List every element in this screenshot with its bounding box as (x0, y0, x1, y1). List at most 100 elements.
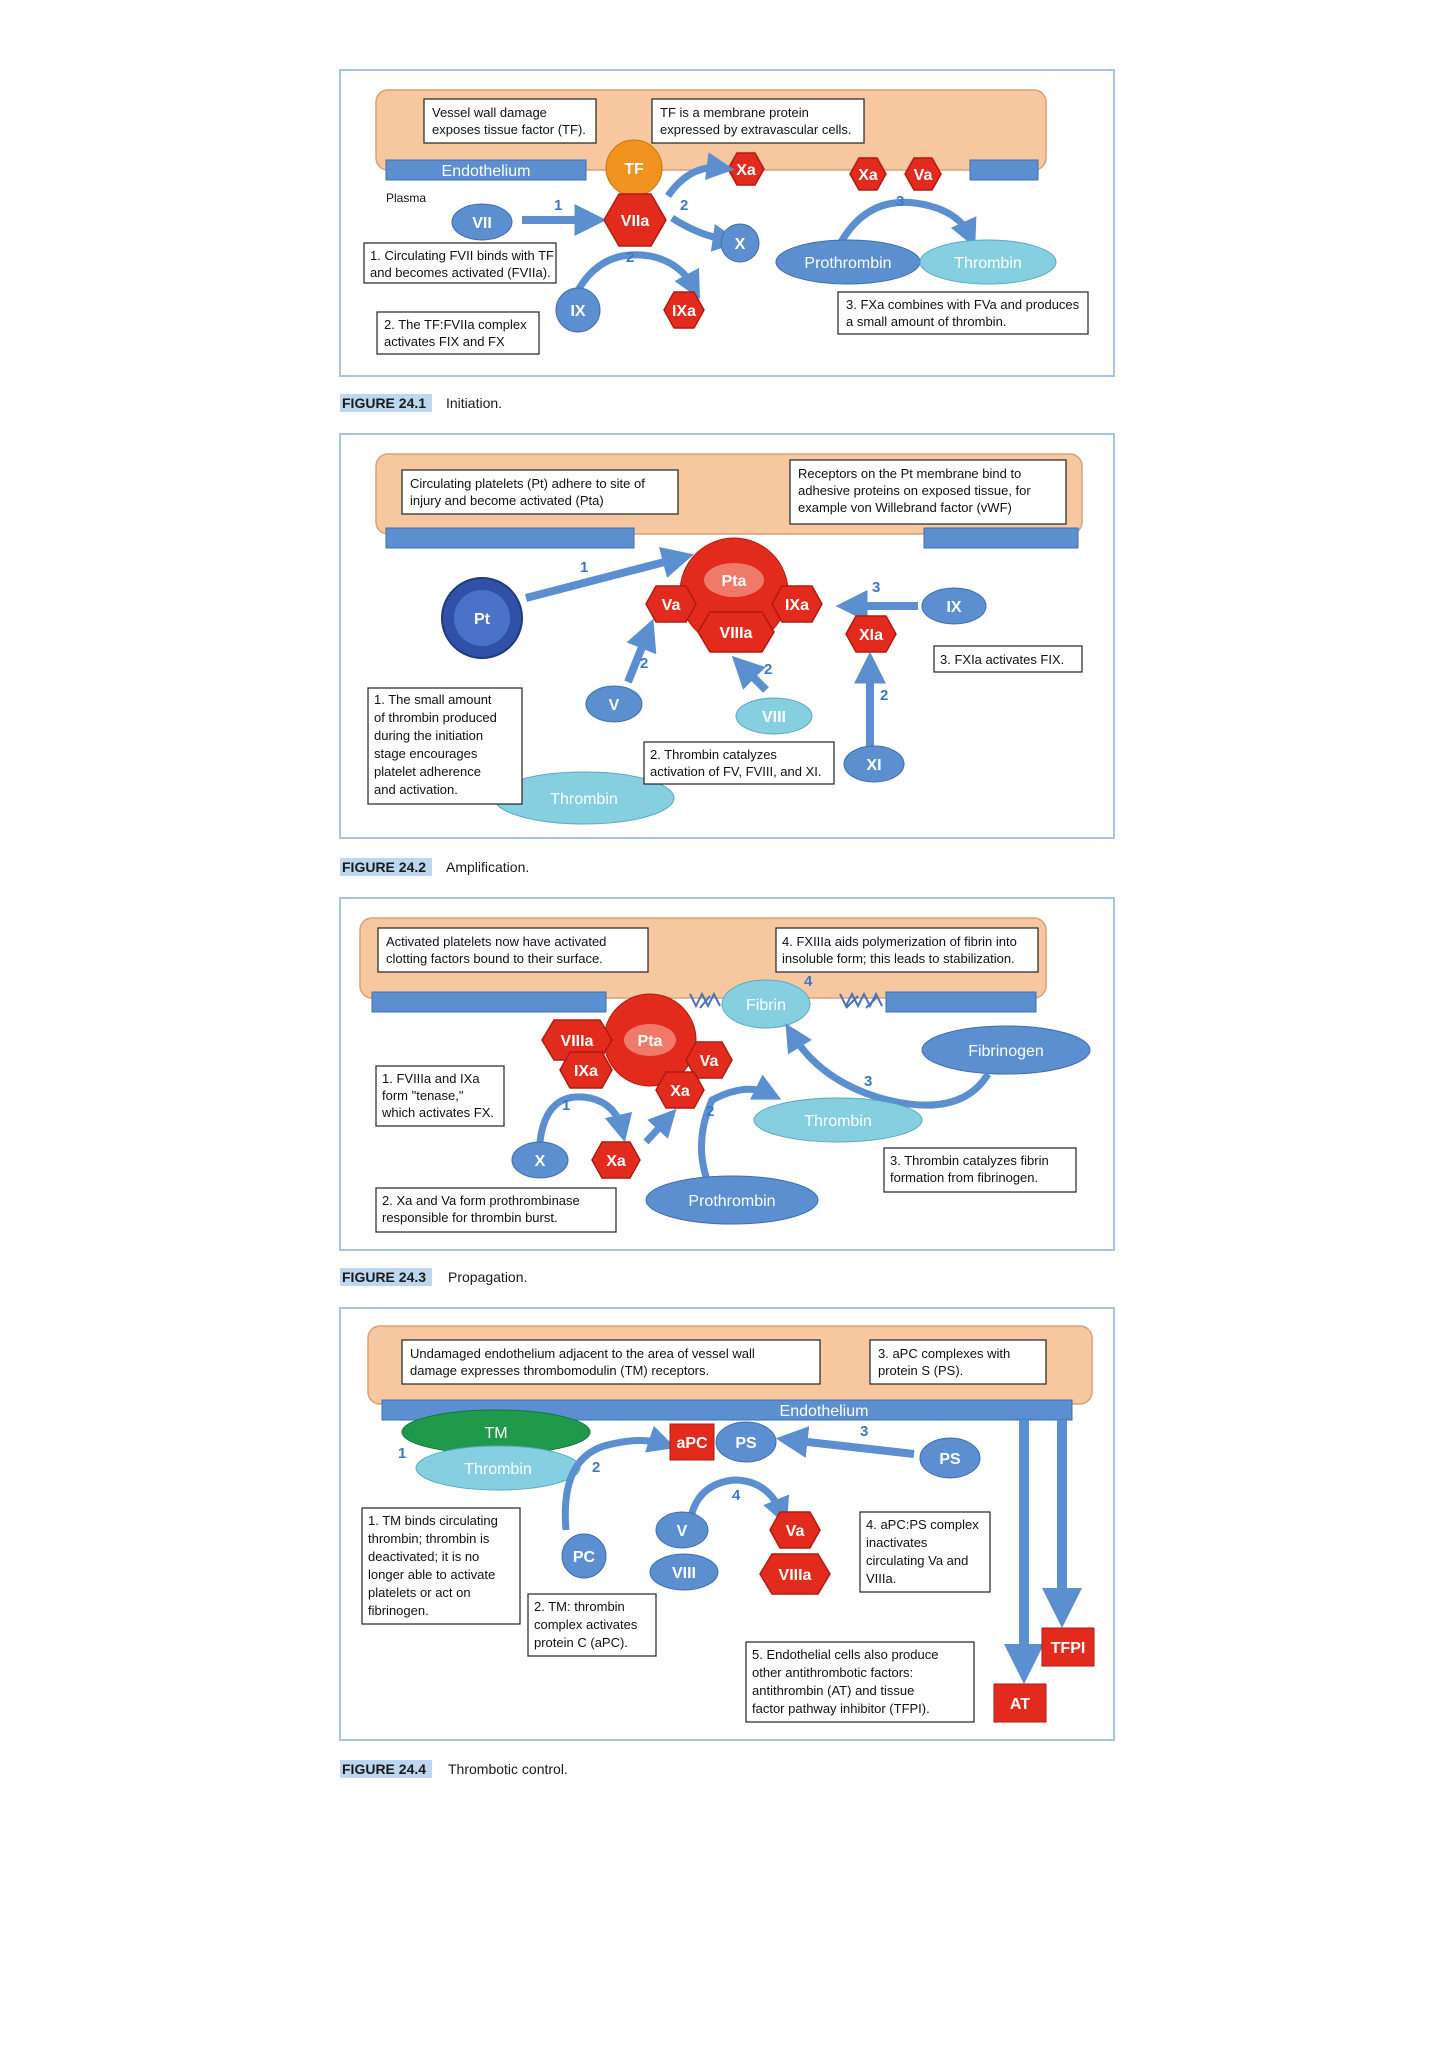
svg-text:exposes tissue factor (TF).: exposes tissue factor (TF). (432, 122, 586, 137)
svg-text:3: 3 (860, 1423, 868, 1440)
svg-text:V: V (677, 1523, 688, 1540)
svg-text:fibrinogen.: fibrinogen. (368, 1603, 429, 1618)
svg-text:Thrombin: Thrombin (550, 791, 618, 808)
svg-text:2: 2 (764, 661, 772, 678)
va-node (769, 1511, 821, 1549)
viiia-node (759, 1553, 831, 1595)
at-node (993, 1683, 1047, 1723)
svg-text:TF: TF (624, 161, 644, 178)
note-2: 2. The TF:FVIIa complex (384, 317, 527, 332)
va-node (904, 157, 942, 191)
caption-fig2-label: FIGURE 24.2 (342, 859, 426, 875)
note-4: 4. FXIIIa aids polymerization of fibrin … (782, 934, 1017, 949)
note-2: 2. TM: thrombin (534, 1599, 625, 1614)
note-1: 1. Circulating FVII binds with TF (370, 248, 554, 263)
svg-text:IX: IX (570, 303, 585, 320)
note-2: 2. Thrombin catalyzes (650, 747, 777, 762)
caption-fig3-label: FIGURE 24.3 (342, 1269, 426, 1285)
svg-text:example von Willebrand factor: example von Willebrand factor (vWF) (798, 500, 1012, 515)
svg-text:Va: Va (786, 1523, 805, 1540)
svg-text:TM: TM (484, 1425, 507, 1442)
note-tf: TF is a membrane protein (660, 105, 809, 120)
svg-text:platelets or act on: platelets or act on (368, 1585, 471, 1600)
svg-text:Xa: Xa (736, 162, 756, 179)
caption-fig4-label: FIGURE 24.4 (342, 1761, 426, 1777)
thrombin-node (415, 1445, 581, 1491)
svg-text:formation from fibrinogen.: formation from fibrinogen. (890, 1170, 1038, 1185)
svg-text:Thrombin: Thrombin (464, 1461, 532, 1478)
figure-thrombotic-control: Undamaged endothelium adjacent to the ar… (339, 1307, 1115, 1741)
svg-text:VIIIa: VIIIa (561, 1033, 594, 1050)
svg-text:V: V (609, 697, 620, 714)
svg-text:inactivates: inactivates (866, 1535, 928, 1550)
svg-text:Va: Va (662, 597, 681, 614)
svg-text:injury and become activated (P: injury and become activated (Pta) (410, 493, 604, 508)
svg-text:deactivated; it is no: deactivated; it is no (368, 1549, 479, 1564)
svg-text:Xa: Xa (606, 1153, 626, 1170)
svg-text:XI: XI (866, 757, 881, 774)
svg-text:AT: AT (1010, 1696, 1030, 1713)
vii-node (451, 203, 513, 241)
svg-text:VIII: VIII (672, 1565, 696, 1582)
svg-text:1: 1 (398, 1445, 406, 1462)
note-3: 3. Thrombin catalyzes fibrin (890, 1153, 1049, 1168)
note-1: 1. TM binds circulating (368, 1513, 498, 1528)
svg-text:complex activates: complex activates (534, 1617, 638, 1632)
svg-text:2: 2 (592, 1459, 600, 1476)
note-2: 2. Xa and Va form prothrombinase (382, 1193, 580, 1208)
svg-text:expressed by extravascular cel: expressed by extravascular cells. (660, 122, 851, 137)
ix-node (555, 287, 601, 333)
svg-text:antithrombin (AT) and tissue: antithrombin (AT) and tissue (752, 1683, 914, 1698)
svg-text:2: 2 (880, 687, 888, 704)
note-platelets: Circulating platelets (Pt) adhere to sit… (410, 476, 645, 491)
ixa-node (663, 291, 705, 329)
tfpi-node (1041, 1627, 1095, 1667)
note-top: Activated platelets now have activated (386, 934, 606, 949)
svg-text:Thrombin: Thrombin (804, 1113, 872, 1130)
svg-text:aPC: aPC (676, 1435, 708, 1452)
pc-node (561, 1533, 607, 1579)
svg-text:Pta: Pta (722, 573, 747, 590)
svg-text:PS: PS (939, 1451, 961, 1468)
svg-text:insoluble form; this leads to: insoluble form; this leads to stabilizat… (782, 951, 1015, 966)
svg-text:which activates FX.: which activates FX. (381, 1105, 494, 1120)
svg-text:Pta: Pta (638, 1033, 663, 1050)
svg-text:1: 1 (562, 1097, 570, 1114)
ix-node (921, 587, 987, 625)
note-3: 3. FXa combines with FVa and produces (846, 297, 1080, 312)
svg-text:3: 3 (872, 579, 880, 596)
svg-text:X: X (735, 236, 746, 253)
svg-text:and becomes activated (FVIIa).: and becomes activated (FVIIa). (370, 265, 551, 280)
caption-fig3: Propagation. (448, 1269, 527, 1285)
svg-text:VIII: VIII (762, 709, 786, 726)
svg-text:circulating Va and: circulating Va and (866, 1553, 968, 1568)
svg-text:3: 3 (896, 193, 904, 210)
svg-text:PC: PC (573, 1549, 596, 1566)
svg-text:4: 4 (804, 973, 813, 990)
svg-text:IXa: IXa (672, 303, 696, 320)
figure-propagation: Activated platelets now have activated c… (339, 897, 1115, 1251)
ps-node-2 (919, 1437, 981, 1479)
svg-text:stage encourages: stage encourages (374, 746, 478, 761)
svg-text:VII: VII (472, 215, 492, 232)
svg-text:activates FIX and FX: activates FIX and FX (384, 334, 505, 349)
svg-text:factor pathway inhibitor (TFPI: factor pathway inhibitor (TFPI). (752, 1701, 930, 1716)
svg-text:Prothrombin: Prothrombin (688, 1193, 775, 1210)
svg-text:form "tenase,": form "tenase," (382, 1088, 464, 1103)
svg-text:Fibrin: Fibrin (746, 997, 786, 1014)
svg-text:of thrombin produced: of thrombin produced (374, 710, 497, 725)
svg-text:2: 2 (626, 249, 634, 266)
svg-text:Va: Va (914, 167, 933, 184)
xa-node (655, 1071, 705, 1109)
svg-text:Thrombin: Thrombin (954, 255, 1022, 272)
svg-text:Endothelium: Endothelium (780, 1403, 869, 1420)
svg-text:Fibrinogen: Fibrinogen (968, 1043, 1044, 1060)
note-receptors: Receptors on the Pt membrane bind to (798, 466, 1021, 481)
v-node (655, 1511, 709, 1549)
x-node (720, 223, 760, 263)
plasma-label: Plasma (386, 191, 426, 205)
svg-text:2: 2 (680, 197, 688, 214)
svg-text:VIIIa: VIIIa (779, 1567, 812, 1584)
note-1: 1. The small amount (374, 692, 492, 707)
svg-text:XIa: XIa (859, 627, 883, 644)
